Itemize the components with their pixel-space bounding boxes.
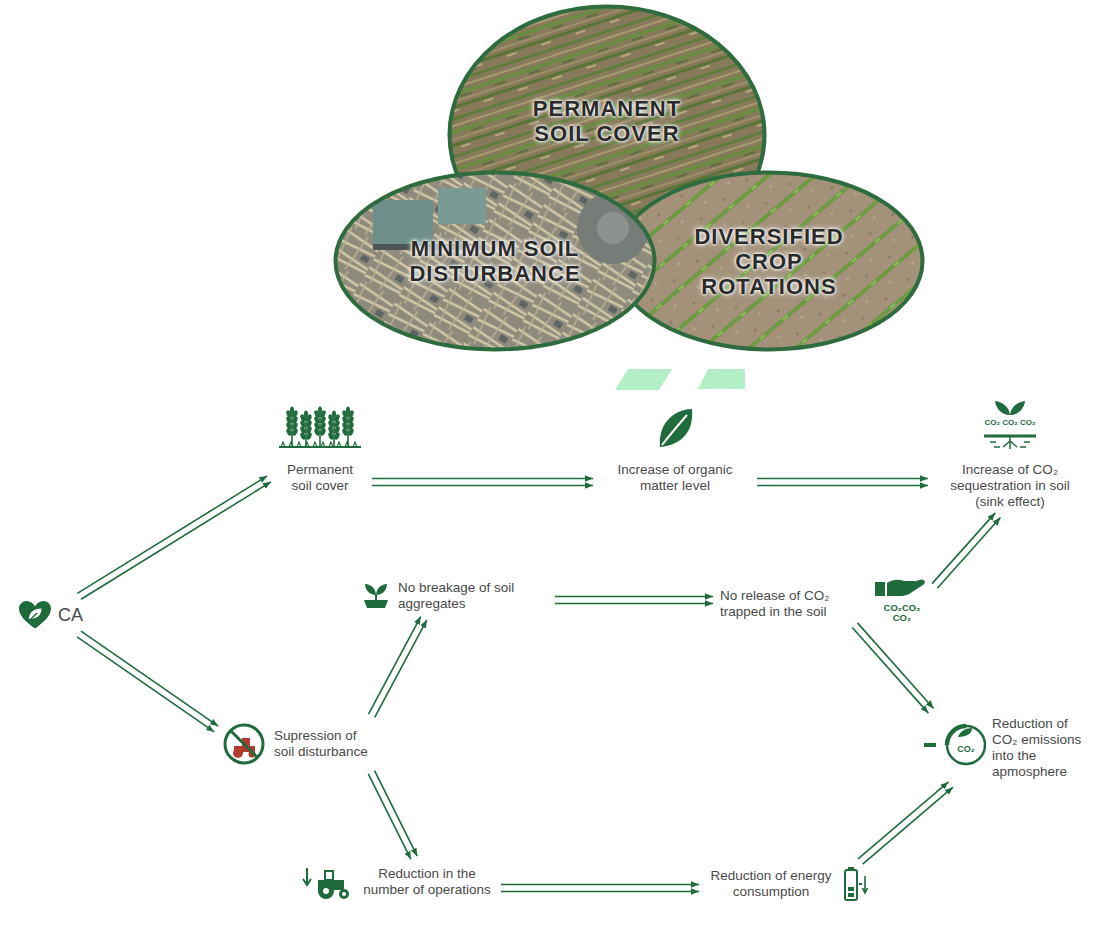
arrow-line: [501, 884, 699, 886]
icon-label: CO₂ CO₂ CO₂: [984, 419, 1035, 428]
node-text: CA: [58, 604, 83, 626]
effect-node: No breakage of soil aggregates: [362, 580, 548, 612]
effect-node: Increase of CO₂ sequestration in soil (s…: [935, 400, 1085, 510]
battery-icon: [844, 866, 868, 902]
arrow-line: [372, 485, 593, 487]
node-text: Increase of CO₂ sequestration in soil (s…: [935, 462, 1085, 510]
effect-node: Increase of organic matter level: [600, 406, 750, 494]
emis-icon: [922, 722, 986, 768]
arrow-line: [375, 620, 427, 718]
double-arrow: [369, 617, 427, 718]
photo-fill: [616, 173, 923, 350]
pillar-circle: DIVERSIFIED CROP ROTATIONS: [613, 170, 925, 352]
icon-label: CO₂CO₂ CO₂: [879, 603, 925, 624]
watermark-shape: [698, 369, 745, 389]
double-arrow: [932, 513, 1000, 588]
node-text: No breakage of soil aggregates: [398, 580, 548, 612]
double-arrow: [757, 479, 928, 486]
arrow-line: [372, 478, 593, 480]
watermark-shape: [615, 369, 672, 390]
icon-label-box: CO₂: [957, 745, 975, 755]
arrow-line: [368, 774, 411, 859]
nodist-icon: [222, 722, 266, 766]
effect-node: Reduction of CO₂ emissions into the apmo…: [922, 716, 1092, 780]
effect-node: Reduction of energy consumption: [706, 866, 868, 902]
leaf-icon: [655, 406, 695, 450]
pillar-title: DIVERSIFIED CROP ROTATIONS: [694, 224, 843, 299]
tractor-icon: [302, 864, 352, 900]
icon-label: CO₂: [957, 745, 975, 755]
arrow-line: [757, 478, 928, 480]
node-text: Supression of soil disturbance: [274, 728, 376, 760]
icon-label-box: CO₂ CO₂ CO₂: [984, 419, 1035, 428]
arrow-line: [501, 891, 699, 893]
icon-label-box: CO₂CO₂ CO₂: [879, 603, 925, 624]
double-arrow: [555, 597, 713, 604]
arrow-line: [555, 603, 713, 605]
arrow-line: [375, 771, 418, 856]
double-arrow: [77, 631, 218, 732]
double-arrow: [77, 476, 271, 599]
arrow-line: [555, 596, 713, 598]
effect-node: Supression of soil disturbance: [222, 722, 376, 766]
effect-node: Permanent soil cover: [275, 400, 365, 494]
node-text: Permanent soil cover: [280, 462, 360, 494]
double-arrow: [852, 623, 933, 713]
arrow-line: [81, 631, 218, 726]
circle-outline: [336, 173, 655, 350]
arrow-line: [369, 617, 421, 715]
node-text: Reduction in the number of operations: [360, 866, 494, 898]
heart-icon: [18, 600, 52, 630]
arrow-line: [77, 476, 267, 593]
arrow-line: [863, 787, 953, 864]
node-text: Reduction of energy consumption: [706, 868, 836, 900]
effect-node: Reduction in the number of operations: [302, 864, 494, 900]
pillar-title: MINIMUM SOIL DISTURBANCE: [409, 236, 580, 286]
arrow-line: [858, 782, 948, 859]
sprout-icon: [362, 582, 390, 610]
wheat-icon: [275, 400, 365, 450]
arrow-line: [852, 628, 928, 714]
double-arrow: [501, 885, 699, 892]
arrow-line: [937, 518, 1000, 589]
pillar-title: PERMANENT SOIL COVER: [533, 96, 681, 146]
pillar-circle: MINIMUM SOIL DISTURBANCE: [333, 170, 657, 352]
source-node: CA: [18, 600, 83, 630]
arrow-line: [932, 513, 995, 584]
photo-fill: [336, 173, 655, 350]
arrow-line: [77, 637, 214, 732]
node-text: No release of CO₂ trapped in the soil: [720, 588, 860, 620]
arrow-line: [757, 485, 928, 487]
node-text: Increase of organic matter level: [600, 462, 750, 494]
double-arrow: [858, 782, 953, 864]
node-text: Reduction of CO₂ emissions into the apmo…: [992, 716, 1092, 780]
hand-icon: [874, 564, 930, 598]
arrow-line: [81, 482, 271, 599]
arrow-line: [857, 623, 933, 709]
double-arrow: [372, 479, 593, 486]
double-arrow: [368, 771, 417, 860]
circle-outline: [616, 173, 923, 350]
